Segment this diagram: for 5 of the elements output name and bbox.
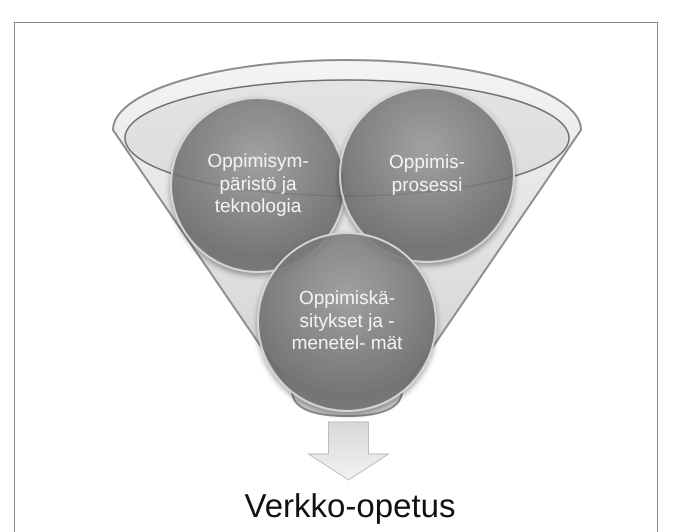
outcome-label: Verkko-opetus bbox=[244, 487, 456, 525]
node-label: Oppimis- prosessi bbox=[388, 152, 466, 198]
node-label: Oppimisym- päristö ja teknologia bbox=[206, 150, 310, 220]
node-label: Oppimiskä- sitykset ja -menetel- mät bbox=[290, 288, 404, 356]
block-arrow bbox=[306, 422, 390, 481]
